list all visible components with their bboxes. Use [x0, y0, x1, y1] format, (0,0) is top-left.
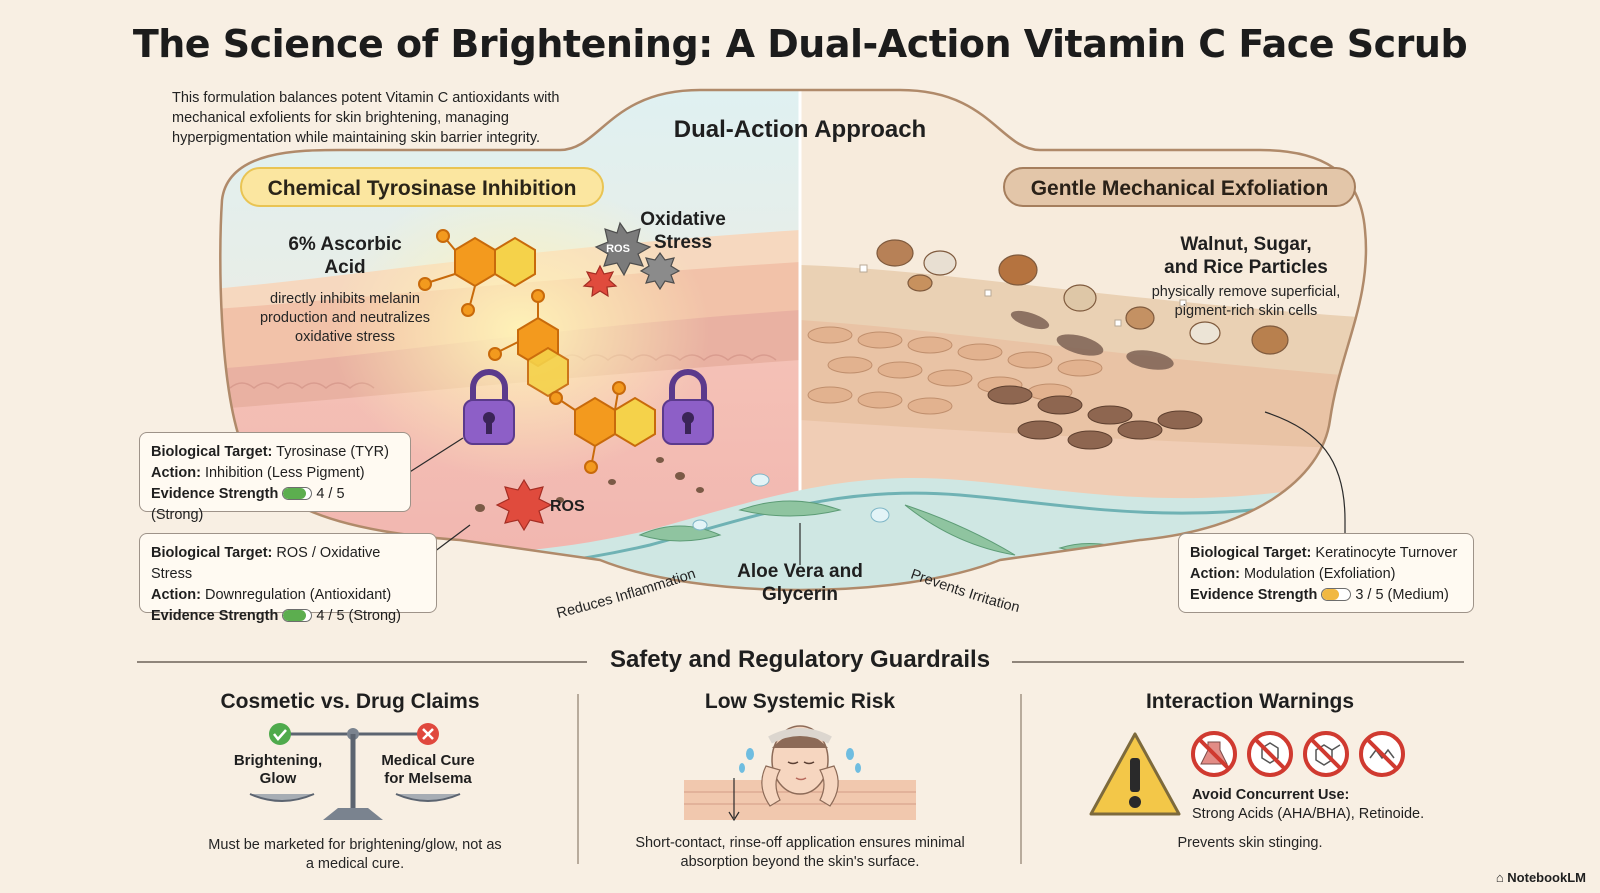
chemical-inhibition-pill: Chemical Tyrosinase Inhibition — [240, 167, 604, 207]
ros-label: ROS — [550, 498, 585, 515]
warning-triangle-icon — [1089, 732, 1181, 816]
brand-label: ⌂ NotebookLM — [1495, 870, 1586, 885]
padlock-icon — [463, 369, 515, 445]
ros-burst-icon — [495, 221, 681, 532]
dual-action-heading: Dual-Action Approach — [673, 116, 927, 143]
no-retinoid-icon — [1359, 731, 1405, 777]
check-icon — [269, 723, 291, 745]
interaction-heading: Interaction Warnings — [1145, 690, 1355, 713]
prohibited-ingredients — [1191, 731, 1405, 777]
avoid-block: Avoid Concurrent Use: Strong Acids (AHA/… — [1192, 787, 1425, 822]
evidence-card-tyrosinase: Biological Target: Tyrosinase (TYR) Acti… — [139, 432, 411, 523]
curve-text-left: Reduces Inflammation — [555, 566, 698, 622]
face-washing-icon — [684, 725, 916, 822]
claims-heading: Cosmetic vs. Drug Claims — [220, 690, 480, 713]
evidence-meter — [1321, 588, 1352, 601]
no-acid-icon — [1191, 731, 1237, 777]
padlock-icon — [662, 369, 714, 445]
svg-text:Reduces Inflammation: Reduces Inflammation — [555, 566, 698, 622]
evidence-meter — [282, 487, 313, 500]
balance-scale-icon — [249, 723, 461, 820]
svg-text:Prevents Irritation: Prevents Irritation — [909, 567, 1022, 617]
evidence-card-keratinocyte: Biological Target: Keratinocyte Turnover… — [1178, 533, 1474, 613]
claims-text: Must be marketed for brightening/glow, n… — [208, 837, 502, 872]
curve-text-right: Prevents Irritation — [909, 567, 1022, 617]
risk-heading: Low Systemic Risk — [704, 690, 896, 713]
particles-description: physically remove superficial, pigment-r… — [1151, 284, 1341, 319]
vitamin-c-molecule-icon — [418, 229, 536, 317]
brand-icon: ⌂ — [1495, 870, 1508, 885]
particles-label: Walnut, Sugar,and Rice Particles — [1164, 234, 1328, 278]
ros-badge-text: ROS — [606, 243, 630, 255]
mechanical-exfoliation-pill: Gentle Mechanical Exfoliation — [1003, 167, 1356, 207]
disallowed-claim: Medical Cure for Melsema — [381, 752, 475, 787]
no-chemical-icon — [1303, 731, 1349, 777]
evidence-card-ros: Biological Target: ROS / Oxidative Stres… — [139, 533, 437, 624]
risk-text: Short-contact, rinse-off application ens… — [635, 835, 965, 870]
safety-heading: Safety and Regulatory Guardrails — [609, 646, 991, 673]
vitamin-c-molecule-icon — [488, 289, 569, 398]
page-title: The Science of Brightening: A Dual-Actio… — [132, 22, 1468, 66]
evidence-meter — [282, 609, 313, 622]
ascorbic-acid-description: directly inhibits melanin production and… — [259, 291, 431, 345]
interaction-text: Prevents skin stinging. — [1177, 835, 1323, 851]
vitamin-c-molecule-icon — [549, 381, 656, 474]
intro-text: This formulation balances potent Vitamin… — [172, 90, 560, 146]
allowed-claim: Brightening, Glow — [233, 752, 323, 787]
no-chemical-icon — [1247, 731, 1293, 777]
